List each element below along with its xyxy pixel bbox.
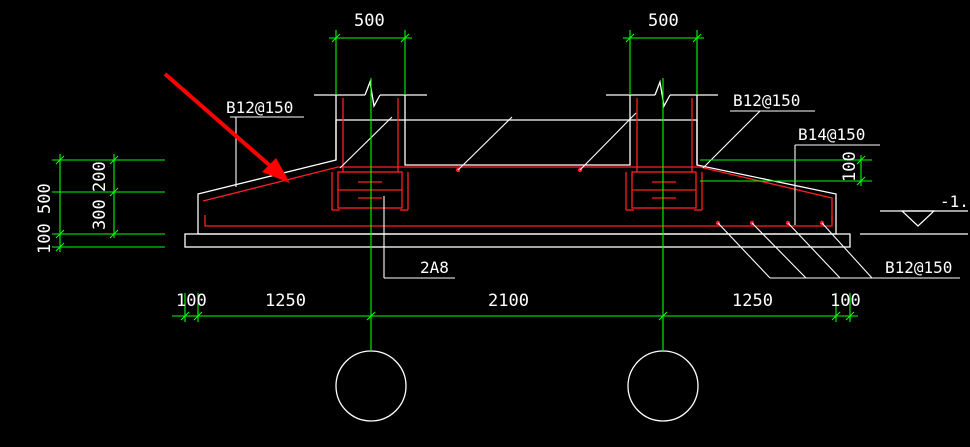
rebar-dots (455, 167, 825, 226)
rebar (202, 98, 833, 227)
elevation-triangle-icon (900, 210, 936, 227)
dim-top-slope: 200 (90, 161, 110, 192)
concrete-outline (184, 79, 851, 248)
dim-right-step: 100 (840, 151, 860, 182)
dim-right-edge: 100 (830, 291, 861, 311)
dimension-lines (52, 30, 872, 350)
pile-circle-icon (627, 350, 699, 422)
elevation-marker (860, 210, 968, 235)
top-rebar (202, 166, 833, 222)
cushion-layer (184, 233, 851, 248)
label-side-bar-right: B14@150 (798, 125, 865, 144)
dim-column-right: 500 (648, 11, 679, 31)
pile-circle-icon (335, 350, 407, 422)
leader-lines (230, 110, 960, 279)
dim-mid-span: 2100 (488, 291, 529, 311)
dim-left-span: 1250 (265, 291, 306, 311)
dim-bed-height: 100 (35, 223, 55, 254)
elevation-label: -1.8 (940, 192, 970, 211)
arrow-pointer-icon (163, 72, 290, 183)
label-top-bar-right: B12@150 (733, 91, 800, 110)
label-top-bar-left: B12@150 (226, 98, 293, 117)
label-bottom-bar: B12@150 (885, 258, 952, 277)
dim-right-span: 1250 (732, 291, 773, 311)
dim-total-height: 500 (35, 183, 55, 214)
dim-lower-part: 300 (90, 199, 110, 230)
dim-left-edge: 100 (176, 291, 207, 311)
label-stirrup: 2A8 (420, 258, 449, 277)
bottom-rebar (204, 215, 833, 227)
dim-column-left: 500 (354, 11, 385, 31)
